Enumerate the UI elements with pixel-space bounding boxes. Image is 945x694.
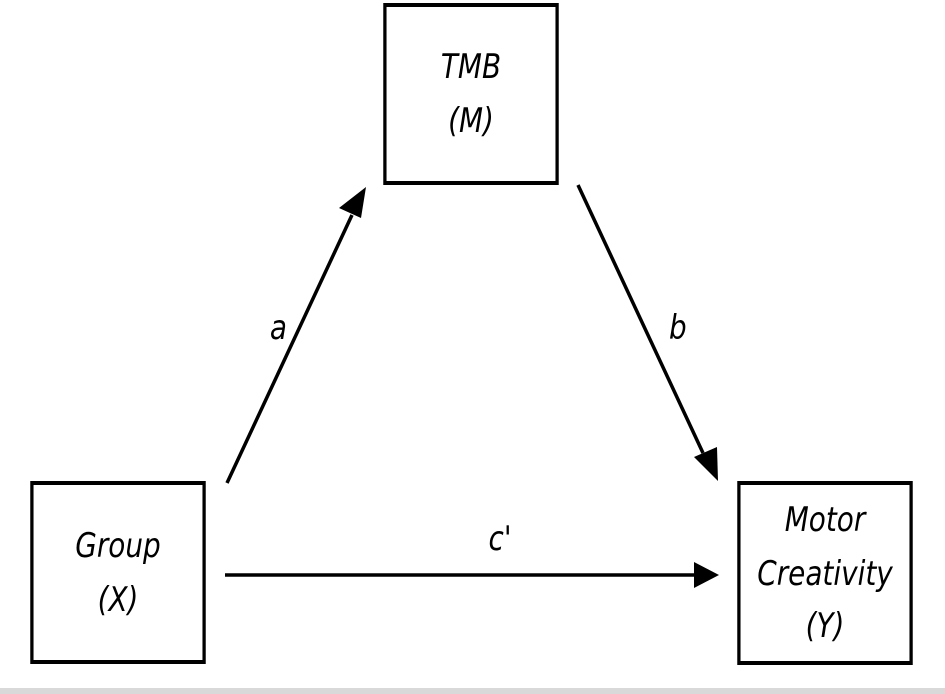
arrow-a-line bbox=[225, 214, 354, 484]
mediator-name: TMB bbox=[440, 47, 502, 87]
outcome-name-line2: Creativity bbox=[757, 554, 893, 594]
path-b-label: b bbox=[668, 308, 687, 348]
predictor-box: Group (X) bbox=[30, 481, 206, 664]
path-c-prime-label: c' bbox=[488, 519, 512, 559]
predictor-name: Group bbox=[75, 525, 161, 566]
path-a-label: a bbox=[269, 308, 287, 348]
outcome-symbol: (Y) bbox=[805, 606, 845, 646]
predictor-symbol: (X) bbox=[97, 579, 139, 620]
outcome-name-line1: Motor bbox=[784, 500, 866, 540]
bottom-divider bbox=[0, 688, 945, 694]
arrow-c-prime-head bbox=[694, 562, 719, 588]
mediator-box: TMB (M) bbox=[383, 3, 559, 185]
arrow-b-line bbox=[576, 184, 705, 454]
outcome-box: Motor Creativity (Y) bbox=[737, 481, 913, 665]
arrow-a-head bbox=[339, 187, 366, 218]
mediator-symbol: (M) bbox=[448, 101, 494, 141]
arrow-b-head bbox=[694, 447, 718, 481]
